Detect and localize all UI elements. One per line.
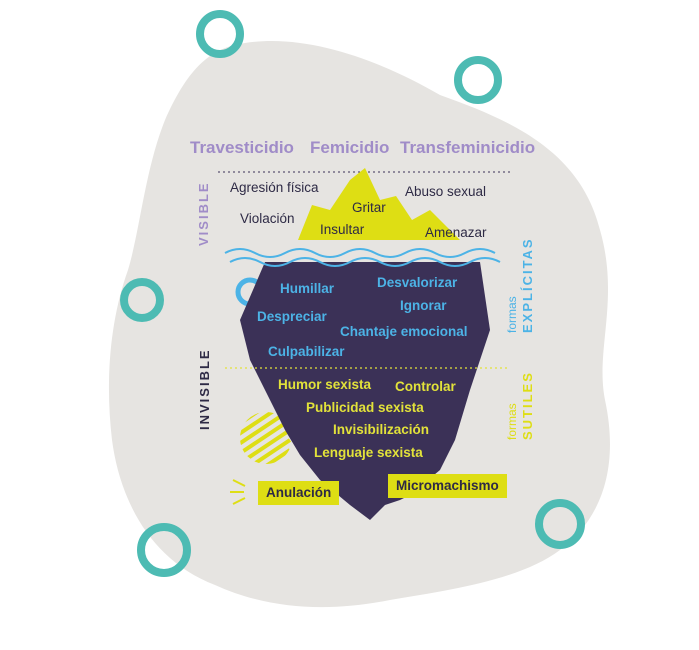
headline-transfeminicidio: Transfeminicidio	[400, 138, 536, 157]
explicit-item: Ignorar	[400, 298, 447, 313]
visible-item: Violación	[240, 211, 295, 226]
explicit-label-small: formas	[505, 296, 519, 333]
subtle-label-small: formas	[505, 403, 519, 440]
ring-decoration-bottom-left	[137, 523, 191, 577]
highlight-box-anulacion: Anulación	[258, 481, 340, 505]
subtle-item: Invisibilización	[333, 422, 430, 437]
subtle-item: Controlar	[395, 379, 456, 394]
visible-item: Amenazar	[425, 225, 487, 240]
subtle-label-big: SUTILES	[520, 371, 535, 440]
explicit-label-big: EXPLÍCITAS	[520, 237, 535, 333]
water-line	[224, 248, 496, 258]
ring-decoration-top	[196, 10, 244, 58]
explicit-item: Chantaje emocional	[340, 324, 468, 339]
explicit-item: Culpabilizar	[268, 344, 345, 359]
burst-decoration	[230, 479, 246, 505]
visible-item: Gritar	[352, 200, 386, 215]
headline-femicidio: Femicidio	[310, 138, 390, 157]
subtle-item: Humor sexista	[278, 377, 372, 392]
ring-decoration-top-right	[454, 56, 502, 104]
subtle-item: Publicidad sexista	[306, 400, 424, 415]
visible-item: Insultar	[320, 222, 365, 237]
invisible-side-label: INVISIBLE	[197, 348, 212, 430]
visible-item: Abuso sexual	[405, 184, 487, 199]
water-line-2	[229, 257, 501, 267]
headline-travesticidio: Travesticidio	[190, 138, 294, 157]
explicit-item: Desvalorizar	[377, 275, 458, 290]
visible-side-label: VISIBLE	[196, 181, 211, 246]
ring-decoration-bottom-right	[535, 499, 585, 549]
visible-item: Agresión física	[230, 180, 319, 195]
ring-decoration-left	[120, 278, 164, 322]
subtle-item: Lenguaje sexista	[314, 445, 423, 460]
highlight-box-micromachismo: Micromachismo	[388, 474, 507, 498]
explicit-item: Despreciar	[257, 309, 327, 324]
iceberg-tip	[298, 168, 460, 240]
explicit-item: Humillar	[280, 281, 335, 296]
iceberg-body	[240, 262, 490, 520]
